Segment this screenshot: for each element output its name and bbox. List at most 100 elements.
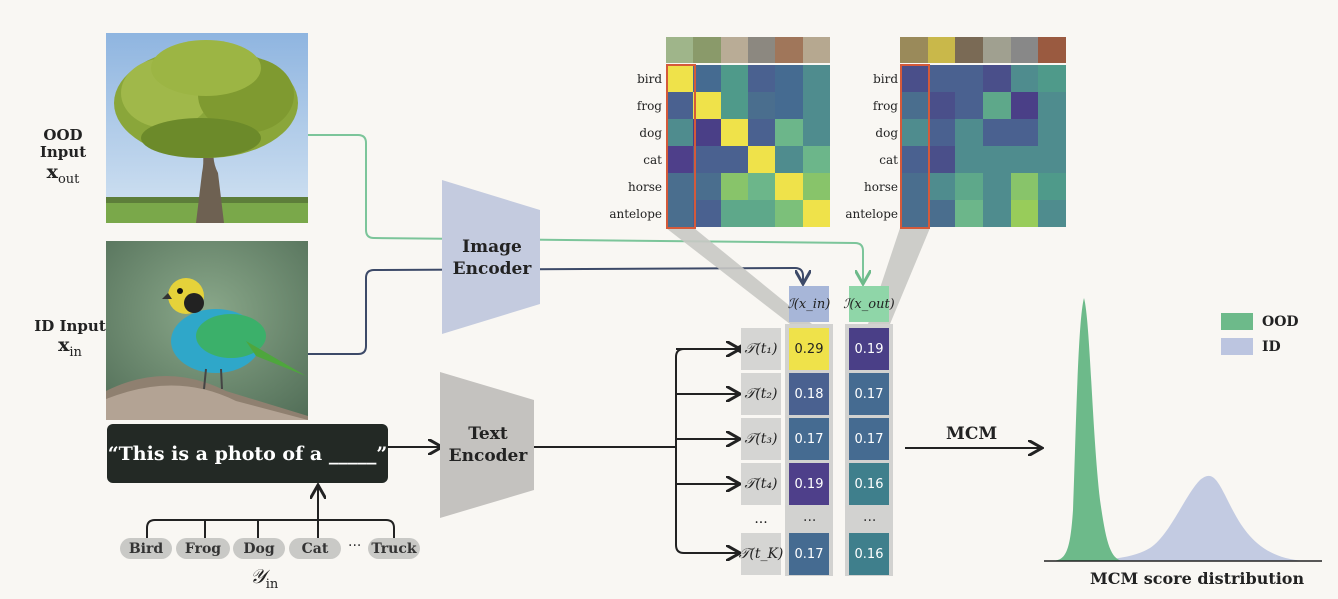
text-feature-ellipsis: ...: [754, 511, 768, 527]
heatmap-cell: [1010, 92, 1039, 119]
heatmap-cell: [693, 173, 721, 200]
heatmap-cell: [900, 146, 928, 173]
heatmap-cell: [666, 65, 694, 92]
heatmap-cell: [955, 65, 983, 92]
id-input-label: ID Input xin: [34, 317, 106, 361]
heatmap-cell: [802, 146, 830, 173]
heatmap-cell: [983, 119, 1011, 146]
class-pill-frog: Frog: [176, 538, 230, 559]
tree-icon: [106, 33, 308, 223]
heatmap-cell: [748, 200, 776, 227]
heatmap-cell: [1010, 173, 1039, 200]
heatmap-cell: [720, 119, 748, 146]
text-encoder: [440, 372, 534, 518]
tree-image: [106, 33, 308, 223]
heatmap-cell: [748, 65, 776, 92]
heatmap-cell: [748, 146, 776, 173]
heatmap-cell: [1038, 119, 1066, 146]
score-cell-in: 0.17: [789, 418, 829, 460]
score-ellipsis-out: ...: [863, 509, 877, 525]
label-set: 𝒴in: [250, 564, 279, 592]
class-pill-truck: Truck: [368, 538, 420, 559]
heatmap-cell: [748, 173, 776, 200]
image-feature-in-header: ℐ(x_in): [788, 286, 830, 322]
heatmap-cell: [1010, 200, 1039, 227]
text-feature: 𝒯(t₄): [741, 463, 781, 505]
class-bracket: [146, 519, 395, 538]
heatmap-cell: [983, 146, 1011, 173]
image-encoder: [442, 180, 540, 334]
heatmap-ood-row-label: bird: [873, 72, 898, 86]
heatmap-cell: [983, 173, 1011, 200]
heatmap-id: [666, 37, 830, 229]
score-cell-out: 0.17: [849, 373, 889, 415]
heatmap-cell: [775, 200, 803, 227]
heatmap-cell: [720, 146, 748, 173]
heatmap-cell: [666, 119, 694, 146]
ood-flow-line: [308, 134, 863, 282]
score-distribution-chart: [1044, 298, 1322, 562]
heatmap-cell: [983, 200, 1011, 227]
heatmap-cell: [1038, 200, 1066, 227]
score-cell-out: 0.16: [849, 463, 889, 505]
heatmap-cell: [900, 173, 928, 200]
heatmap-cell: [927, 65, 956, 92]
legend-ood-swatch: [1221, 313, 1253, 330]
heatmap-cell: [802, 92, 830, 119]
heatmap-cell: [1038, 92, 1066, 119]
heatmap-cell: [720, 173, 748, 200]
heatmap-cell: [983, 65, 1011, 92]
heatmap-id-row-label: frog: [636, 99, 662, 113]
heatmap-cell: [775, 119, 803, 146]
distribution-title: MCM score distribution: [1090, 569, 1305, 588]
heatmap-cell: [802, 173, 830, 200]
score-cell-in: 0.19: [789, 463, 829, 505]
score-cell-out: 0.16: [849, 533, 889, 575]
heatmap-ood-thumbnails: [900, 37, 1067, 63]
heatmap-ood-row-label: antelope: [845, 207, 898, 221]
heatmap-cell: [775, 146, 803, 173]
heatmap-cell: [1010, 119, 1039, 146]
text-encoder-label: Text Encoder: [448, 424, 528, 466]
heatmap-cell: [983, 92, 1011, 119]
heatmap-ood-row-label: cat: [879, 153, 898, 167]
image-feature-out-header: ℐ(x_out): [843, 286, 895, 322]
heatmap-ood-row-label: dog: [875, 126, 898, 140]
heatmap-cell: [802, 200, 830, 227]
id-flow-line: [308, 266, 803, 355]
heatmap-cell: [802, 119, 830, 146]
ood-input-label: OOD Input xout: [39, 126, 87, 187]
heatmap-cell: [720, 200, 748, 227]
heatmap-cell: [775, 173, 803, 200]
heatmap-cell: [1010, 65, 1039, 92]
heatmap-ood-row-label: frog: [872, 99, 898, 113]
heatmap-cell: [955, 200, 983, 227]
score-cell-in: 0.29: [789, 328, 829, 370]
heatmap-id-row-label: horse: [628, 180, 662, 194]
heatmap-cell: [693, 119, 721, 146]
heatmap-cell: [666, 173, 694, 200]
image-encoder-label: Image Encoder: [452, 237, 532, 279]
legend-id-swatch: [1221, 338, 1253, 355]
heatmap-cell: [927, 92, 956, 119]
score-cell-in: 0.18: [789, 373, 829, 415]
heatmap-cell: [1038, 65, 1066, 92]
prompt-template: “This is a photo of a _____”: [107, 424, 388, 483]
heatmap-cell: [927, 173, 956, 200]
text-feature: 𝒯(t_K): [739, 533, 783, 575]
heatmap-id-thumbnails: [666, 37, 830, 63]
bird-icon: [106, 241, 308, 420]
heatmap-id-row-label: antelope: [609, 207, 662, 221]
heatmap-id-highlight: [666, 64, 696, 229]
heatmap-cell: [693, 65, 721, 92]
heatmap-cell: [900, 200, 928, 227]
heatmap-cell: [666, 200, 694, 227]
heatmap-ood-grid: [900, 65, 1066, 227]
heatmap-id-row-label: cat: [643, 153, 662, 167]
zoom-wedge-in: [666, 228, 812, 324]
score-cell-out: 0.17: [849, 418, 889, 460]
heatmap-cell: [955, 173, 983, 200]
heatmap-cell: [900, 92, 928, 119]
heatmap-cell: [955, 146, 983, 173]
heatmap-cell: [775, 92, 803, 119]
